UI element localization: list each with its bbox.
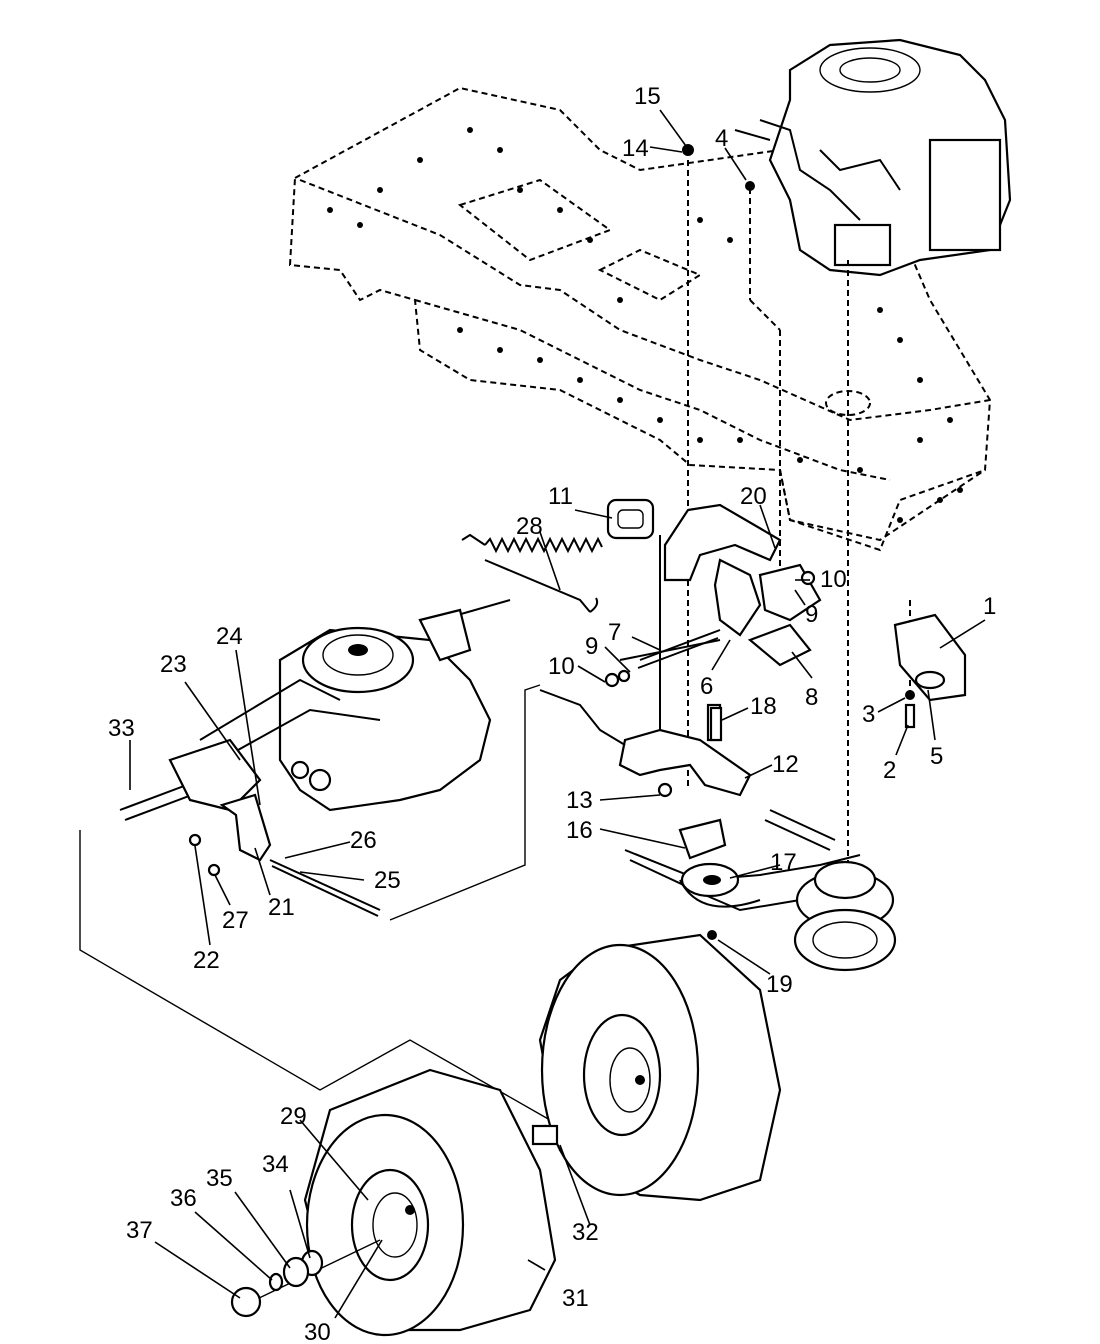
callout-4: 4 (715, 125, 728, 152)
callout-3: 3 (862, 701, 875, 728)
callout-22: 22 (193, 947, 220, 974)
callout-29: 29 (280, 1103, 307, 1130)
rear-wheel-left (303, 1068, 557, 1337)
callout-16: 16 (566, 817, 593, 844)
callout-24: 24 (216, 623, 243, 650)
callout-9b: 9 (585, 633, 598, 660)
callout-21: 21 (268, 894, 295, 921)
callout-30: 30 (304, 1319, 331, 1344)
callout-27: 27 (222, 907, 249, 934)
callout-26: 26 (350, 827, 377, 854)
callout-23: 23 (160, 651, 187, 678)
callout-19: 19 (766, 971, 793, 998)
callout-34: 34 (262, 1151, 289, 1178)
rod-7 (637, 629, 721, 669)
spring (461, 533, 603, 613)
callout-7: 7 (608, 619, 621, 646)
callout-28: 28 (516, 513, 543, 540)
callout-11: 11 (548, 483, 573, 510)
callout-6: 6 (700, 673, 713, 700)
callout-25: 25 (374, 867, 401, 894)
drive-belt (624, 809, 897, 972)
bolt-18 (709, 706, 723, 742)
callout-33: 33 (108, 715, 135, 742)
callout-12: 12 (772, 751, 799, 778)
callout-8: 8 (805, 684, 818, 711)
axle-spacer (531, 1124, 559, 1146)
callout-10a: 10 (820, 566, 847, 593)
callout-2: 2 (883, 757, 896, 784)
callout-31: 31 (562, 1285, 589, 1312)
callout-17: 17 (770, 849, 797, 876)
linkage-outline (79, 684, 551, 1121)
callout-13: 13 (566, 787, 593, 814)
shift-bracket (539, 689, 752, 798)
callout-labels: 1 2 3 4 5 6 7 8 9 9 10 10 11 12 13 14 15… (108, 83, 996, 1344)
callout-36: 36 (170, 1185, 197, 1212)
callout-20: 20 (740, 483, 767, 510)
callout-32: 32 (572, 1219, 599, 1246)
callout-5: 5 (930, 743, 943, 770)
guide-lines (687, 160, 911, 880)
callout-15: 15 (634, 83, 661, 110)
leader-lines (129, 109, 986, 1319)
callout-35: 35 (206, 1165, 233, 1192)
callout-1: 1 (983, 593, 996, 620)
engine (734, 38, 1012, 277)
callout-9a: 9 (805, 601, 818, 628)
hub-hardware (230, 1239, 381, 1318)
transaxle (119, 599, 511, 821)
idler-bracket-assembly (604, 498, 822, 740)
hitch-bracket (893, 613, 967, 729)
callout-18: 18 (750, 693, 777, 720)
rear-wheel-right (538, 933, 782, 1202)
brake-plate (188, 793, 381, 917)
callout-37: 37 (126, 1217, 153, 1244)
callout-10b: 10 (548, 653, 575, 680)
bolt-15-14 (682, 144, 755, 191)
chassis-frame (288, 86, 992, 552)
callout-14: 14 (622, 135, 649, 162)
